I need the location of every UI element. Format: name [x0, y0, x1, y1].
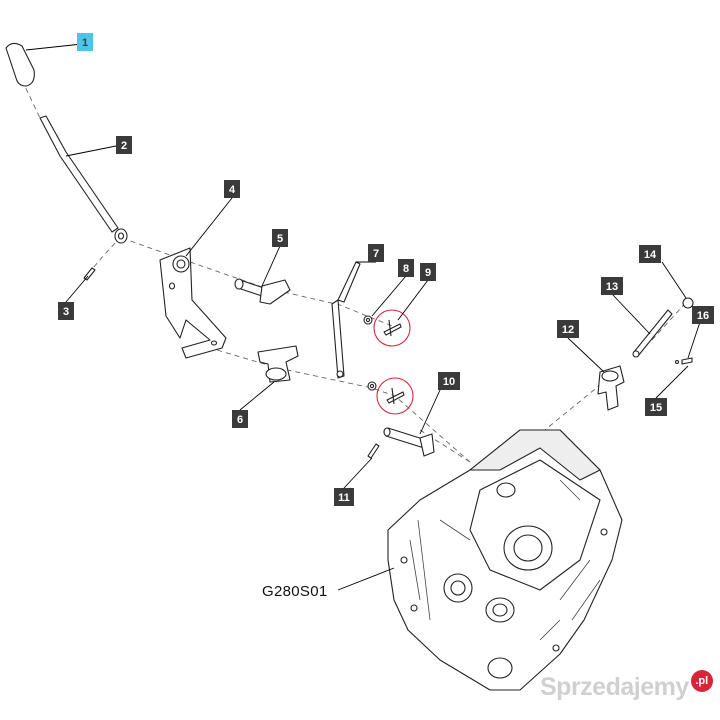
- svg-text:2: 2: [121, 140, 127, 152]
- svg-text:11: 11: [338, 492, 350, 504]
- svg-text:10: 10: [443, 376, 455, 388]
- callout-2[interactable]: 2: [116, 136, 132, 154]
- svg-text:7: 7: [373, 248, 379, 260]
- part-knob: [5, 42, 35, 87]
- drawing-id-label: G280S01: [262, 583, 328, 600]
- callout-6[interactable]: 6: [232, 410, 248, 428]
- part-rod: [632, 309, 673, 358]
- part-shaft-10: [383, 427, 435, 457]
- part-washer-8: [363, 315, 377, 391]
- part-link-rod: [331, 261, 361, 379]
- part-shift-lever: [39, 115, 128, 244]
- callout-7[interactable]: 7: [368, 244, 384, 262]
- callout-14[interactable]: 14: [639, 245, 661, 263]
- svg-text:12: 12: [562, 324, 574, 336]
- callout-12[interactable]: 12: [557, 320, 579, 338]
- watermark: Sprzedajemy .pl: [540, 670, 713, 702]
- callout-15[interactable]: 15: [645, 398, 667, 416]
- part-lever-6: [257, 345, 299, 383]
- svg-text:4: 4: [229, 184, 236, 196]
- svg-text:13: 13: [606, 281, 618, 293]
- watermark-text: Sprzedajemy: [540, 672, 689, 701]
- callout-4[interactable]: 4: [224, 180, 240, 198]
- part-pin-16: [674, 357, 693, 365]
- callout-11[interactable]: 11: [334, 488, 354, 506]
- svg-text:16: 16: [697, 310, 709, 322]
- callout-1[interactable]: 1: [77, 33, 93, 51]
- callout-16[interactable]: 16: [692, 306, 714, 324]
- callout-5[interactable]: 5: [272, 229, 288, 247]
- part-oring: [682, 297, 694, 309]
- svg-text:6: 6: [237, 414, 243, 426]
- svg-text:1: 1: [82, 37, 88, 49]
- callout-10[interactable]: 10: [438, 372, 460, 390]
- svg-text:15: 15: [650, 402, 662, 414]
- callout-8[interactable]: 8: [398, 259, 414, 277]
- callout-9[interactable]: 9: [420, 263, 436, 281]
- leader-lines: [25, 43, 701, 591]
- part-pin-11: [367, 443, 380, 459]
- svg-text:14: 14: [644, 249, 657, 261]
- callout-13[interactable]: 13: [601, 277, 623, 295]
- svg-text:8: 8: [403, 263, 409, 275]
- part-fork: [597, 365, 625, 411]
- watermark-badge: .pl: [690, 670, 713, 692]
- svg-text:9: 9: [425, 267, 431, 279]
- part-shaft-5: [234, 278, 291, 305]
- part-bracket: [159, 247, 227, 359]
- part-clip-9: [373, 309, 414, 415]
- gearbox-housing: [387, 429, 623, 691]
- svg-text:3: 3: [63, 306, 69, 318]
- callout-3[interactable]: 3: [58, 302, 74, 320]
- svg-text:5: 5: [277, 233, 283, 245]
